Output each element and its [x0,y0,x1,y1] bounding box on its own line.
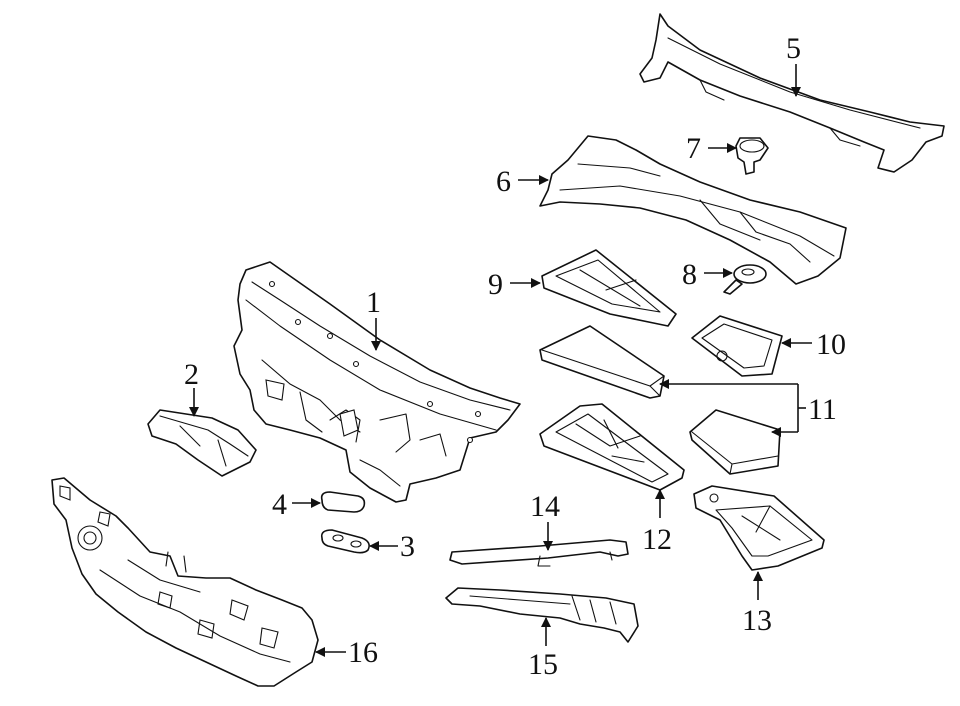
callout-16: 16 [348,636,378,669]
callout-12: 12 [642,523,672,556]
part-8-grommet[interactable] [723,264,767,295]
part-12-filter-tray[interactable] [539,403,685,491]
part-15-lower-bracket[interactable] [445,587,639,643]
part-3-seal[interactable] [320,529,370,554]
callout-3: 3 [400,530,415,563]
callout-15: 15 [528,648,558,681]
part-2-bracket[interactable] [147,409,257,477]
part-13-frame[interactable] [693,485,825,571]
callout-6: 6 [496,165,511,198]
callout-labels: 1 2 3 4 5 6 7 8 9 10 11 12 13 14 15 16 [184,32,846,681]
part-6-highlight [539,135,847,285]
leader-lines [189,64,812,657]
part-10-panel[interactable] [691,315,783,377]
callout-10: 10 [816,328,846,361]
callout-8: 8 [682,258,697,291]
callout-2: 2 [184,358,199,391]
part-9-tray[interactable] [541,249,677,327]
callout-9: 9 [488,268,503,301]
part-1-dash-panel[interactable] [233,261,521,503]
callout-13: 13 [742,604,772,637]
callout-4: 4 [272,488,287,521]
part-6-cowl-cover[interactable] [539,135,847,285]
callout-11: 11 [808,393,837,426]
callout-14: 14 [530,490,560,523]
part-7-clip[interactable] [735,137,769,175]
callout-7: 7 [686,132,701,165]
callout-5: 5 [786,32,801,65]
callout-1: 1 [366,286,381,319]
part-4-pad[interactable] [320,491,366,513]
part-11-upper-wedge[interactable] [539,325,665,399]
part-14-rail[interactable] [449,539,629,567]
part-11-lower-wedge[interactable] [689,409,781,475]
